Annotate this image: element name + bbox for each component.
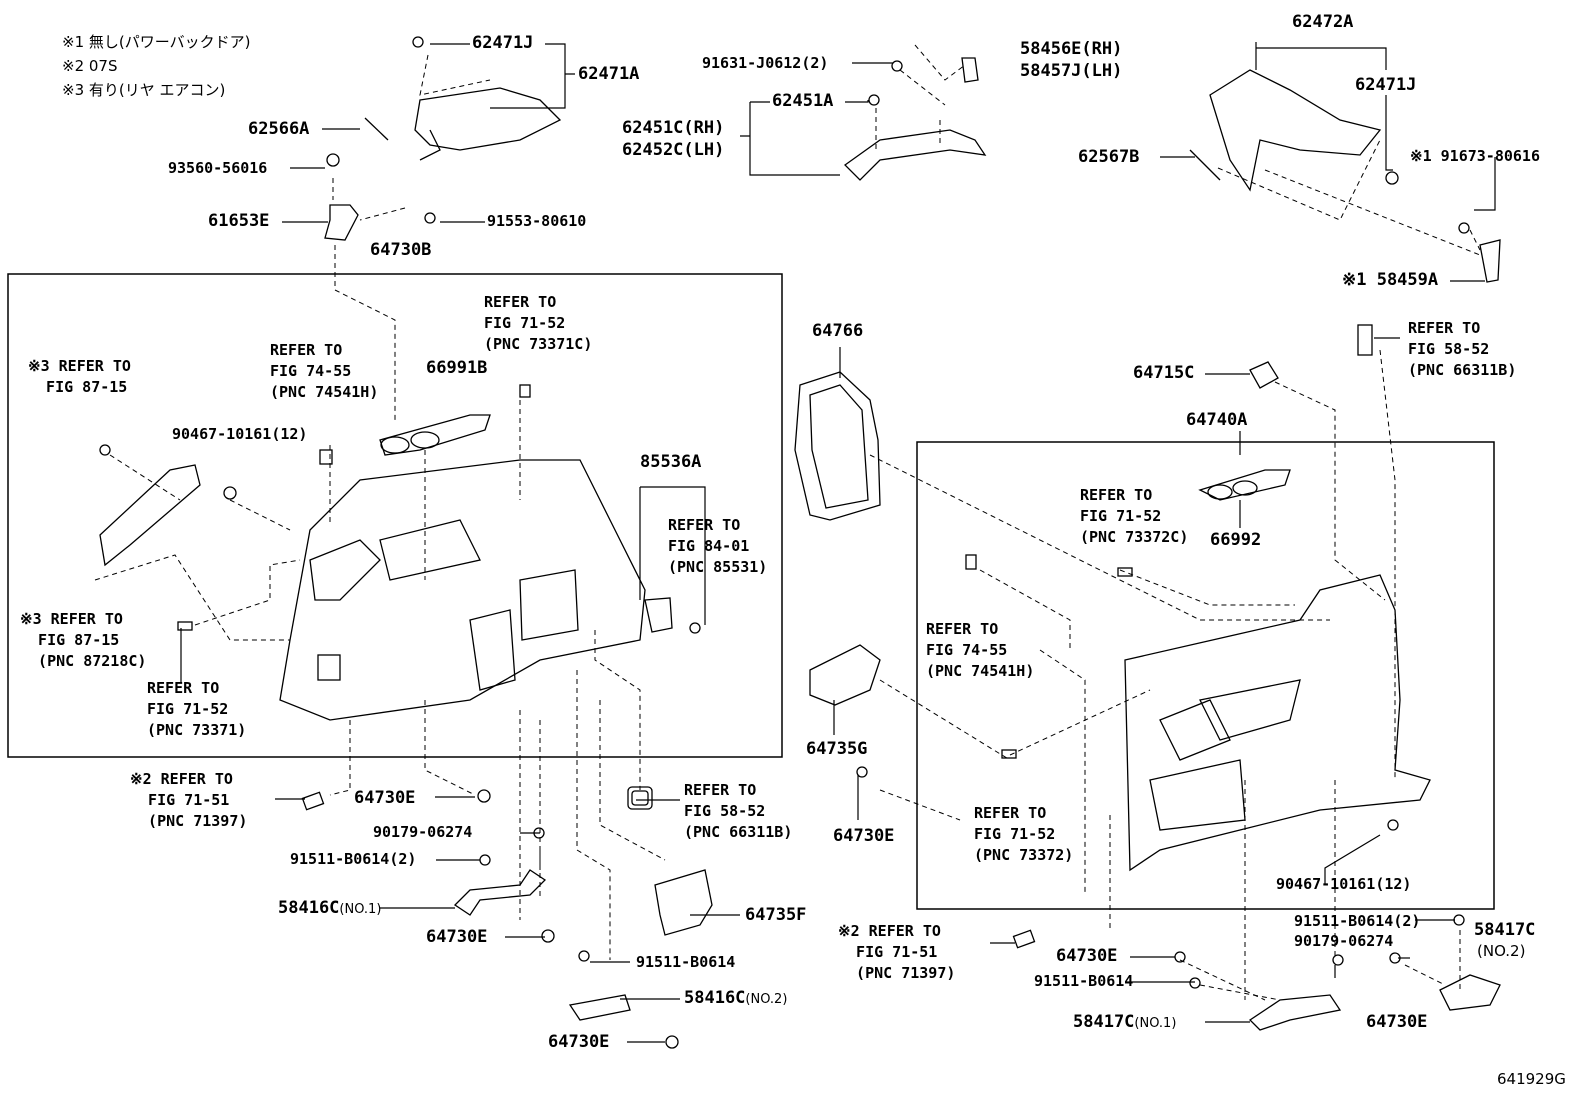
part-64766: 64766 (812, 321, 864, 341)
part-58416C-no1-number: 58416C (278, 898, 340, 918)
part-62452C: 62452C(LH) (622, 140, 725, 160)
part-64730E-f: 64730E (1366, 1012, 1428, 1032)
part-58459A: ※1 58459A (1342, 270, 1439, 290)
part-66991B: 66991B (426, 358, 488, 378)
part-64735G: 64735G (806, 739, 868, 759)
part-85536A: 85536A (640, 452, 702, 472)
part-58417C-no1-suffix: (NO.1) (1134, 1016, 1177, 1031)
part-91511-B0614-right-2: 91511-B0614(2) (1294, 912, 1421, 930)
ref-fig-71-52-73371C: REFER TO FIG 71-52 (PNC 73371C) (484, 293, 593, 353)
part-58416C-no1: 58416C(NO.1) (278, 900, 381, 917)
ref-fig-71-52-73371: REFER TO FIG 71-52 (PNC 73371) (147, 679, 247, 739)
right-detail-frame (916, 441, 1495, 910)
ref-fig-71-52-73372: REFER TO FIG 71-52 (PNC 73372) (974, 804, 1074, 864)
part-64730E-a: 64730E (354, 788, 416, 808)
part-shapes (99, 36, 1501, 1049)
part-64730E-g: 64730E (833, 826, 895, 846)
part-91631-J0612: 91631-J0612(2) (702, 54, 829, 72)
part-64730E-d: 64730E (548, 1032, 610, 1052)
part-62451C: 62451C(RH) (622, 118, 725, 138)
part-64740A: 64740A (1186, 410, 1248, 430)
note-1: ※1 無し(パワーバックドア) (62, 33, 251, 51)
part-58457J: 58457J(LH) (1020, 61, 1123, 81)
part-62566A: 62566A (248, 119, 310, 139)
part-62567B: 62567B (1078, 147, 1140, 167)
part-66992: 66992 (1210, 530, 1262, 550)
part-91511-B0614-right: 91511-B0614 (1034, 972, 1134, 990)
part-61653E: 61653E (208, 211, 270, 231)
ref-fig-71-51-left: ※2 REFER TO FIG 71-51 (PNC 71397) (130, 770, 248, 830)
part-93560-56016: 93560-56016 (168, 159, 268, 177)
part-62471J-right: 62471J (1355, 75, 1417, 95)
ref-fig-84-01: REFER TO FIG 84-01 (PNC 85531) (668, 516, 768, 576)
part-58417C-top: 58417C (1474, 920, 1536, 940)
ref-fig-71-52-73372C: REFER TO FIG 71-52 (PNC 73372C) (1080, 486, 1189, 546)
part-64730E-e: 64730E (1056, 946, 1118, 966)
part-90179-06274-left: 90179-06274 (373, 823, 473, 841)
part-64735F: 64735F (745, 905, 807, 925)
part-58456E: 58456E(RH) (1020, 39, 1123, 59)
part-90467-10161-right: 90467-10161(12) (1276, 875, 1412, 893)
ref-fig-87-15-bottom: ※3 REFER TO FIG 87-15 (PNC 87218C) (20, 610, 147, 670)
part-64715C: 64715C (1133, 363, 1195, 383)
ref-fig-58-52-right: REFER TO FIG 58-52 (PNC 66311B) (1408, 319, 1517, 379)
ref-fig-74-55-left: REFER TO FIG 74-55 (PNC 74541H) (270, 341, 379, 401)
part-58417C-no1-number: 58417C (1073, 1012, 1135, 1032)
part-64730E-c: 64730E (426, 927, 488, 947)
diagram-code: 641929G (1497, 1070, 1566, 1088)
part-62471A: 62471A (578, 64, 640, 84)
part-62472A: 62472A (1292, 12, 1354, 32)
part-62471J-top: 62471J (472, 33, 534, 53)
leader-lines (180, 42, 1496, 1043)
part-58416C-no2-number: 58416C (684, 988, 746, 1008)
part-64730B: 64730B (370, 240, 432, 260)
ref-fig-74-55-right: REFER TO FIG 74-55 (PNC 74541H) (926, 620, 1035, 680)
note-3: ※3 有り(リヤ エアコン) (62, 81, 226, 99)
part-58416C-no2-suffix: (NO.2) (745, 992, 788, 1007)
assembly-lines (94, 44, 1481, 1001)
left-detail-frame (7, 273, 783, 758)
part-62451A: 62451A (772, 91, 834, 111)
part-58416C-no1-suffix: (NO.1) (339, 902, 382, 917)
part-91511-B0614-left: 91511-B0614(2) (290, 850, 417, 868)
part-58417C-no1: 58417C(NO.1) (1073, 1014, 1176, 1031)
part-91673-80616: ※1 91673-80616 (1410, 147, 1540, 165)
ref-fig-71-51-right: ※2 REFER TO FIG 71-51 (PNC 71397) (838, 922, 956, 982)
part-90179-06274-right: 90179-06274 (1294, 932, 1394, 950)
note-2: ※2 07S (62, 57, 118, 75)
part-90467-10161-left: 90467-10161(12) (172, 425, 308, 443)
part-58416C-no2: 58416C(NO.2) (684, 990, 787, 1007)
part-91511-B0614-mid: 91511-B0614 (636, 953, 736, 971)
ref-fig-87-15-top: ※3 REFER TO FIG 87-15 (28, 357, 131, 396)
part-58417C-no2: (NO.2) (1477, 942, 1526, 960)
part-91553-80610: 91553-80610 (487, 212, 587, 230)
ref-fig-58-52-left: REFER TO FIG 58-52 (PNC 66311B) (684, 781, 793, 841)
